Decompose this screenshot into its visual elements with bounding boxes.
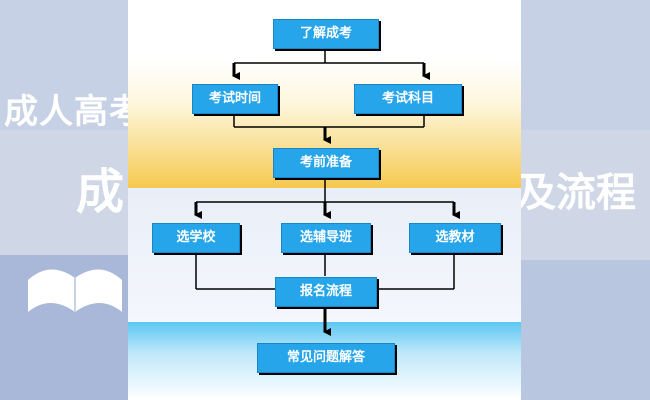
node-exam-time[interactable]: 考试时间	[192, 84, 278, 114]
node-understand-exam[interactable]: 了解成考	[273, 19, 379, 49]
node-exam-subjects[interactable]: 考试科目	[354, 84, 462, 114]
book-icon	[28, 269, 122, 312]
connector-lines	[194, 47, 460, 336]
flowchart-panel: 了解成考 考试时间 考试科目 考前准备 选学校 选辅导班 选教材 报名流程 常见…	[128, 0, 521, 400]
node-choose-textbook[interactable]: 选教材	[409, 223, 501, 253]
node-choose-tutoring-class[interactable]: 选辅导班	[281, 223, 371, 253]
node-faq[interactable]: 常见问题解答	[257, 343, 395, 373]
node-registration-process[interactable]: 报名流程	[275, 277, 377, 307]
background-title-line1: 成人高考	[4, 92, 144, 132]
background-title-line2-left: 成	[76, 164, 125, 220]
node-choose-school[interactable]: 选学校	[152, 223, 240, 253]
background-title-line2-right: 及流程	[516, 170, 636, 216]
node-exam-preparation[interactable]: 考前准备	[273, 148, 379, 178]
